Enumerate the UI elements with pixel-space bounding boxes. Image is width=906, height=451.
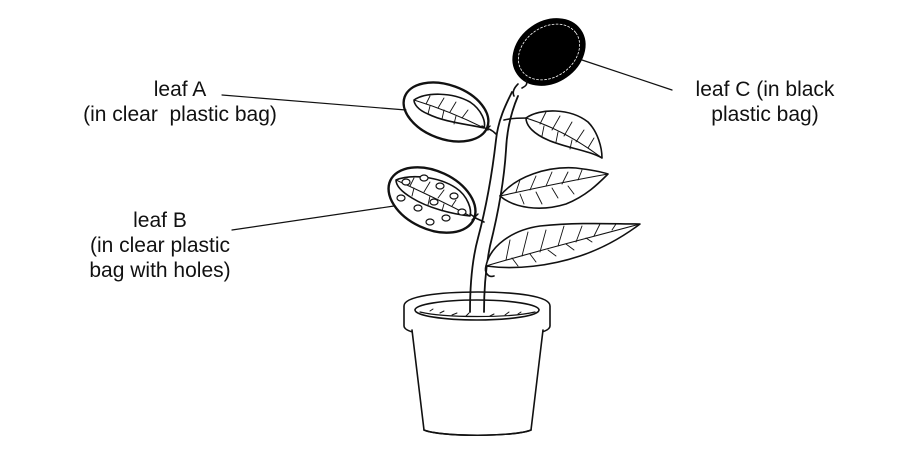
leaf-a-label-line1: leaf A	[153, 78, 207, 101]
right-leaf-middle	[499, 166, 609, 209]
leaf-b-holes-bag	[387, 166, 479, 234]
leaf-b-label-line1: leaf B	[133, 209, 187, 232]
leaf-c-label: leaf C (in black plastic bag)	[660, 77, 870, 127]
leader-line-b	[231, 205, 395, 231]
leaf-b-label-line3: bag with holes)	[89, 259, 231, 282]
leaf-a-clear-bag	[402, 81, 491, 143]
leaf-c-label-line1: leaf C (in black	[695, 78, 835, 101]
leaf-b-label: leaf B (in clear plastic bag with holes)	[60, 208, 260, 283]
leaf-b-label-line2: (in clear plastic	[89, 234, 231, 257]
leaf-c-label-line2: plastic bag)	[711, 103, 819, 126]
leaf-a-label: leaf A (in clear plastic bag)	[40, 77, 320, 127]
leader-line-c	[581, 59, 673, 91]
right-leaf-upper	[525, 110, 603, 159]
leader-line-a	[221, 94, 407, 111]
right-leaf-lower	[484, 222, 641, 278]
flower-pot	[403, 291, 551, 437]
leaf-c-black-bag	[512, 18, 586, 97]
leaf-a-label-line2: (in clear plastic bag)	[83, 103, 277, 126]
bag-holes	[396, 174, 467, 226]
